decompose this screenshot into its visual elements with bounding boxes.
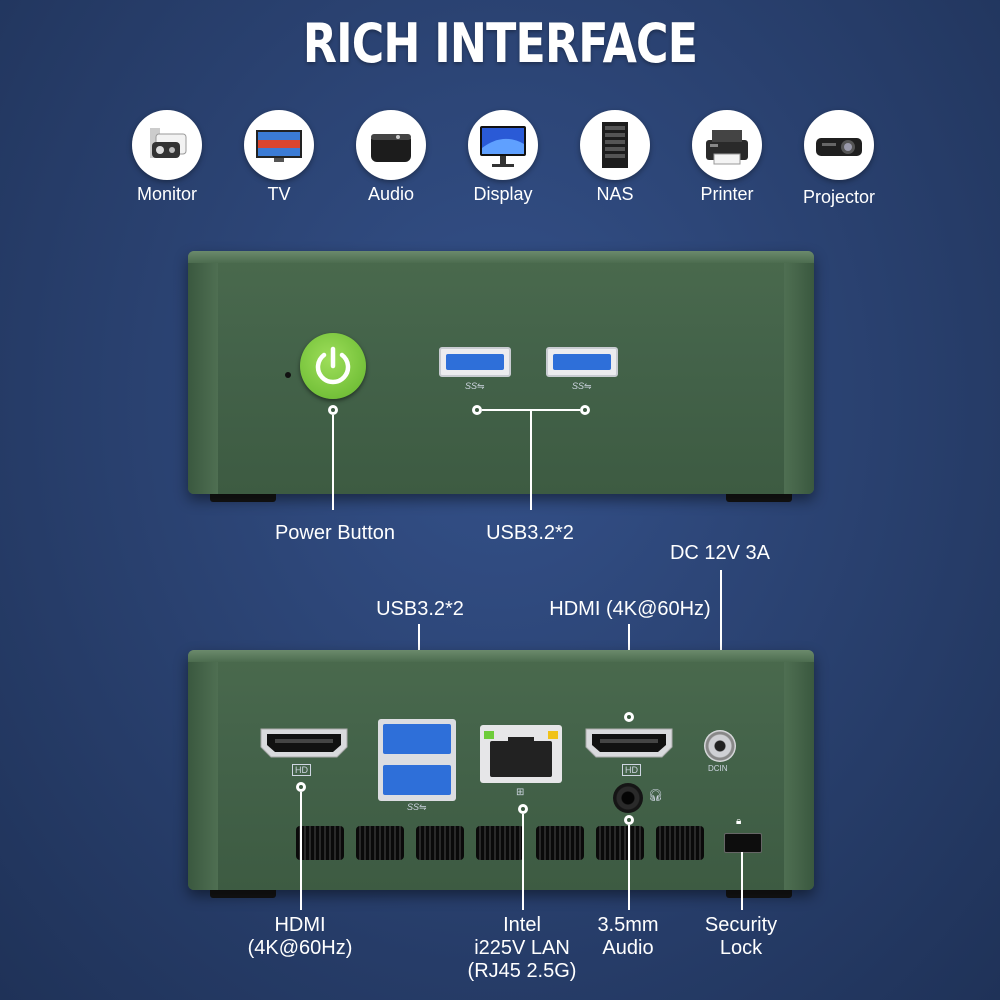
led-indicator <box>285 372 291 378</box>
rj45-lan-port <box>480 725 562 783</box>
projector-icon <box>804 110 874 180</box>
dc-label: DC 12V 3A <box>669 542 771 564</box>
callout-dot <box>624 712 634 722</box>
usb-ss-logo: SS⇋ <box>572 381 592 391</box>
display-icon <box>468 110 538 180</box>
callout-dot <box>624 815 634 825</box>
nas-server-icon <box>580 110 650 180</box>
dc-in-jack <box>704 730 736 762</box>
callout-dot <box>472 405 482 415</box>
hdmi-port-right <box>584 727 674 759</box>
rear-usb-stack <box>378 719 456 801</box>
device-label-tv: TV <box>267 184 291 204</box>
vent-grille <box>476 826 524 860</box>
speaker-icon <box>356 110 426 180</box>
security-lock-slot <box>724 833 762 853</box>
device-label-projector: Projector <box>802 187 876 207</box>
headphone-icon: 🎧︎ <box>648 788 664 802</box>
callout-line <box>522 814 524 910</box>
callout-line <box>741 852 743 910</box>
vent-grille <box>296 826 344 860</box>
hdmi-top-label: HDMI (4K@60Hz) <box>549 598 711 620</box>
callout-line <box>300 792 302 910</box>
lan-led-green <box>484 731 494 739</box>
vent-grille <box>656 826 704 860</box>
rear-usb-port-1 <box>383 724 451 754</box>
audio-label: 3.5mm Audio <box>597 914 659 959</box>
tv-icon <box>244 110 314 180</box>
callout-line <box>628 825 630 910</box>
callout-line <box>332 415 334 510</box>
usb-ss-logo: SS⇋ <box>465 381 485 391</box>
callout-line <box>530 410 532 510</box>
callout-dot <box>296 782 306 792</box>
device-label-display: Display <box>473 184 533 204</box>
usb-ss-logo: SS⇋ <box>407 802 427 812</box>
vent-grille <box>596 826 644 860</box>
security-lock-label: Security Lock <box>704 914 778 959</box>
vent-grille <box>536 826 584 860</box>
device-label-printer: Printer <box>700 184 754 204</box>
hdmi-port-left <box>259 727 349 759</box>
rear-usb-label: USB3.2*2 <box>376 598 464 620</box>
lan-label: Intel i225V LAN (RJ45 2.5G) <box>467 914 577 982</box>
dcin-mark: DCIN <box>708 764 728 773</box>
printer-icon <box>692 110 762 180</box>
device-label-audio: Audio <box>367 184 415 204</box>
front-panel-lid <box>188 251 814 263</box>
hd-mark: HD <box>622 764 641 776</box>
rear-panel-lid <box>188 650 814 662</box>
power-button-label: Power Button <box>274 522 396 544</box>
front-usb-port-2 <box>546 347 618 377</box>
lock-icon: 🔒︎ <box>736 816 742 827</box>
vent-grille <box>416 826 464 860</box>
audio-jack <box>613 783 643 813</box>
callout-dot <box>580 405 590 415</box>
power-icon <box>315 346 351 385</box>
vent-grille <box>356 826 404 860</box>
callout-dot <box>518 804 528 814</box>
rear-usb-port-2 <box>383 765 451 795</box>
hd-mark: HD <box>292 764 311 776</box>
security-camera-icon <box>132 110 202 180</box>
front-usb-label: USB3.2*2 <box>486 522 574 544</box>
device-label-monitor: Monitor <box>136 184 198 204</box>
front-usb-port-1 <box>439 347 511 377</box>
lan-led-yellow <box>548 731 558 739</box>
power-button[interactable] <box>300 333 366 399</box>
page-title: RICH INTERFACE <box>302 12 698 75</box>
callout-dot <box>328 405 338 415</box>
hdmi-bottom-label: HDMI (4K@60Hz) <box>247 914 353 959</box>
callout-line <box>720 570 722 710</box>
device-label-nas: NAS <box>596 184 634 204</box>
network-icon: ⊞ <box>516 787 525 798</box>
